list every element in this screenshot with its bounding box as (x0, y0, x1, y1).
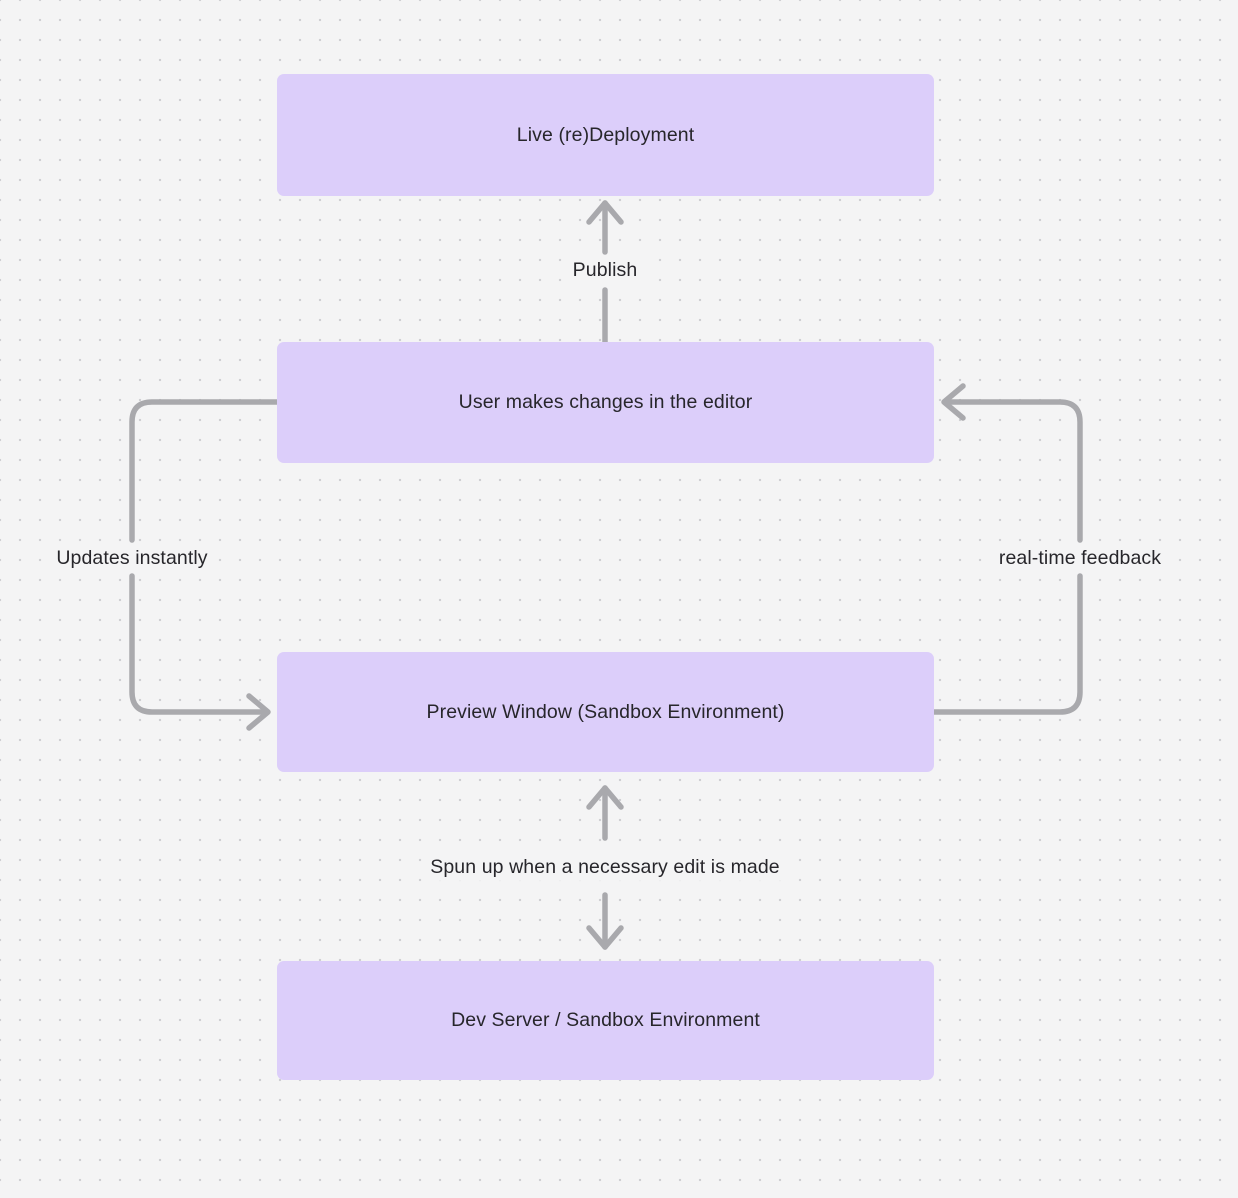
node-live-deployment[interactable]: Live (re)Deployment (277, 74, 934, 196)
node-label: Live (re)Deployment (516, 123, 695, 146)
node-label: Preview Window (Sandbox Environment) (426, 700, 785, 723)
node-dev-server[interactable]: Dev Server / Sandbox Environment (277, 961, 934, 1080)
node-label: Dev Server / Sandbox Environment (451, 1009, 760, 1031)
edge-label-updates-instantly: Updates instantly (49, 543, 215, 573)
edge-label-real-time-feedback: real-time feedback (991, 543, 1169, 573)
edge-label-spun-up: Spun up when a necessary edit is made (423, 852, 787, 882)
edge-label-publish: Publish (565, 255, 645, 285)
node-user-editor[interactable]: User makes changes in the editor (277, 342, 934, 463)
node-label: User makes changes in the editor (458, 391, 753, 413)
node-preview-window[interactable]: Preview Window (Sandbox Environment) (277, 652, 934, 772)
